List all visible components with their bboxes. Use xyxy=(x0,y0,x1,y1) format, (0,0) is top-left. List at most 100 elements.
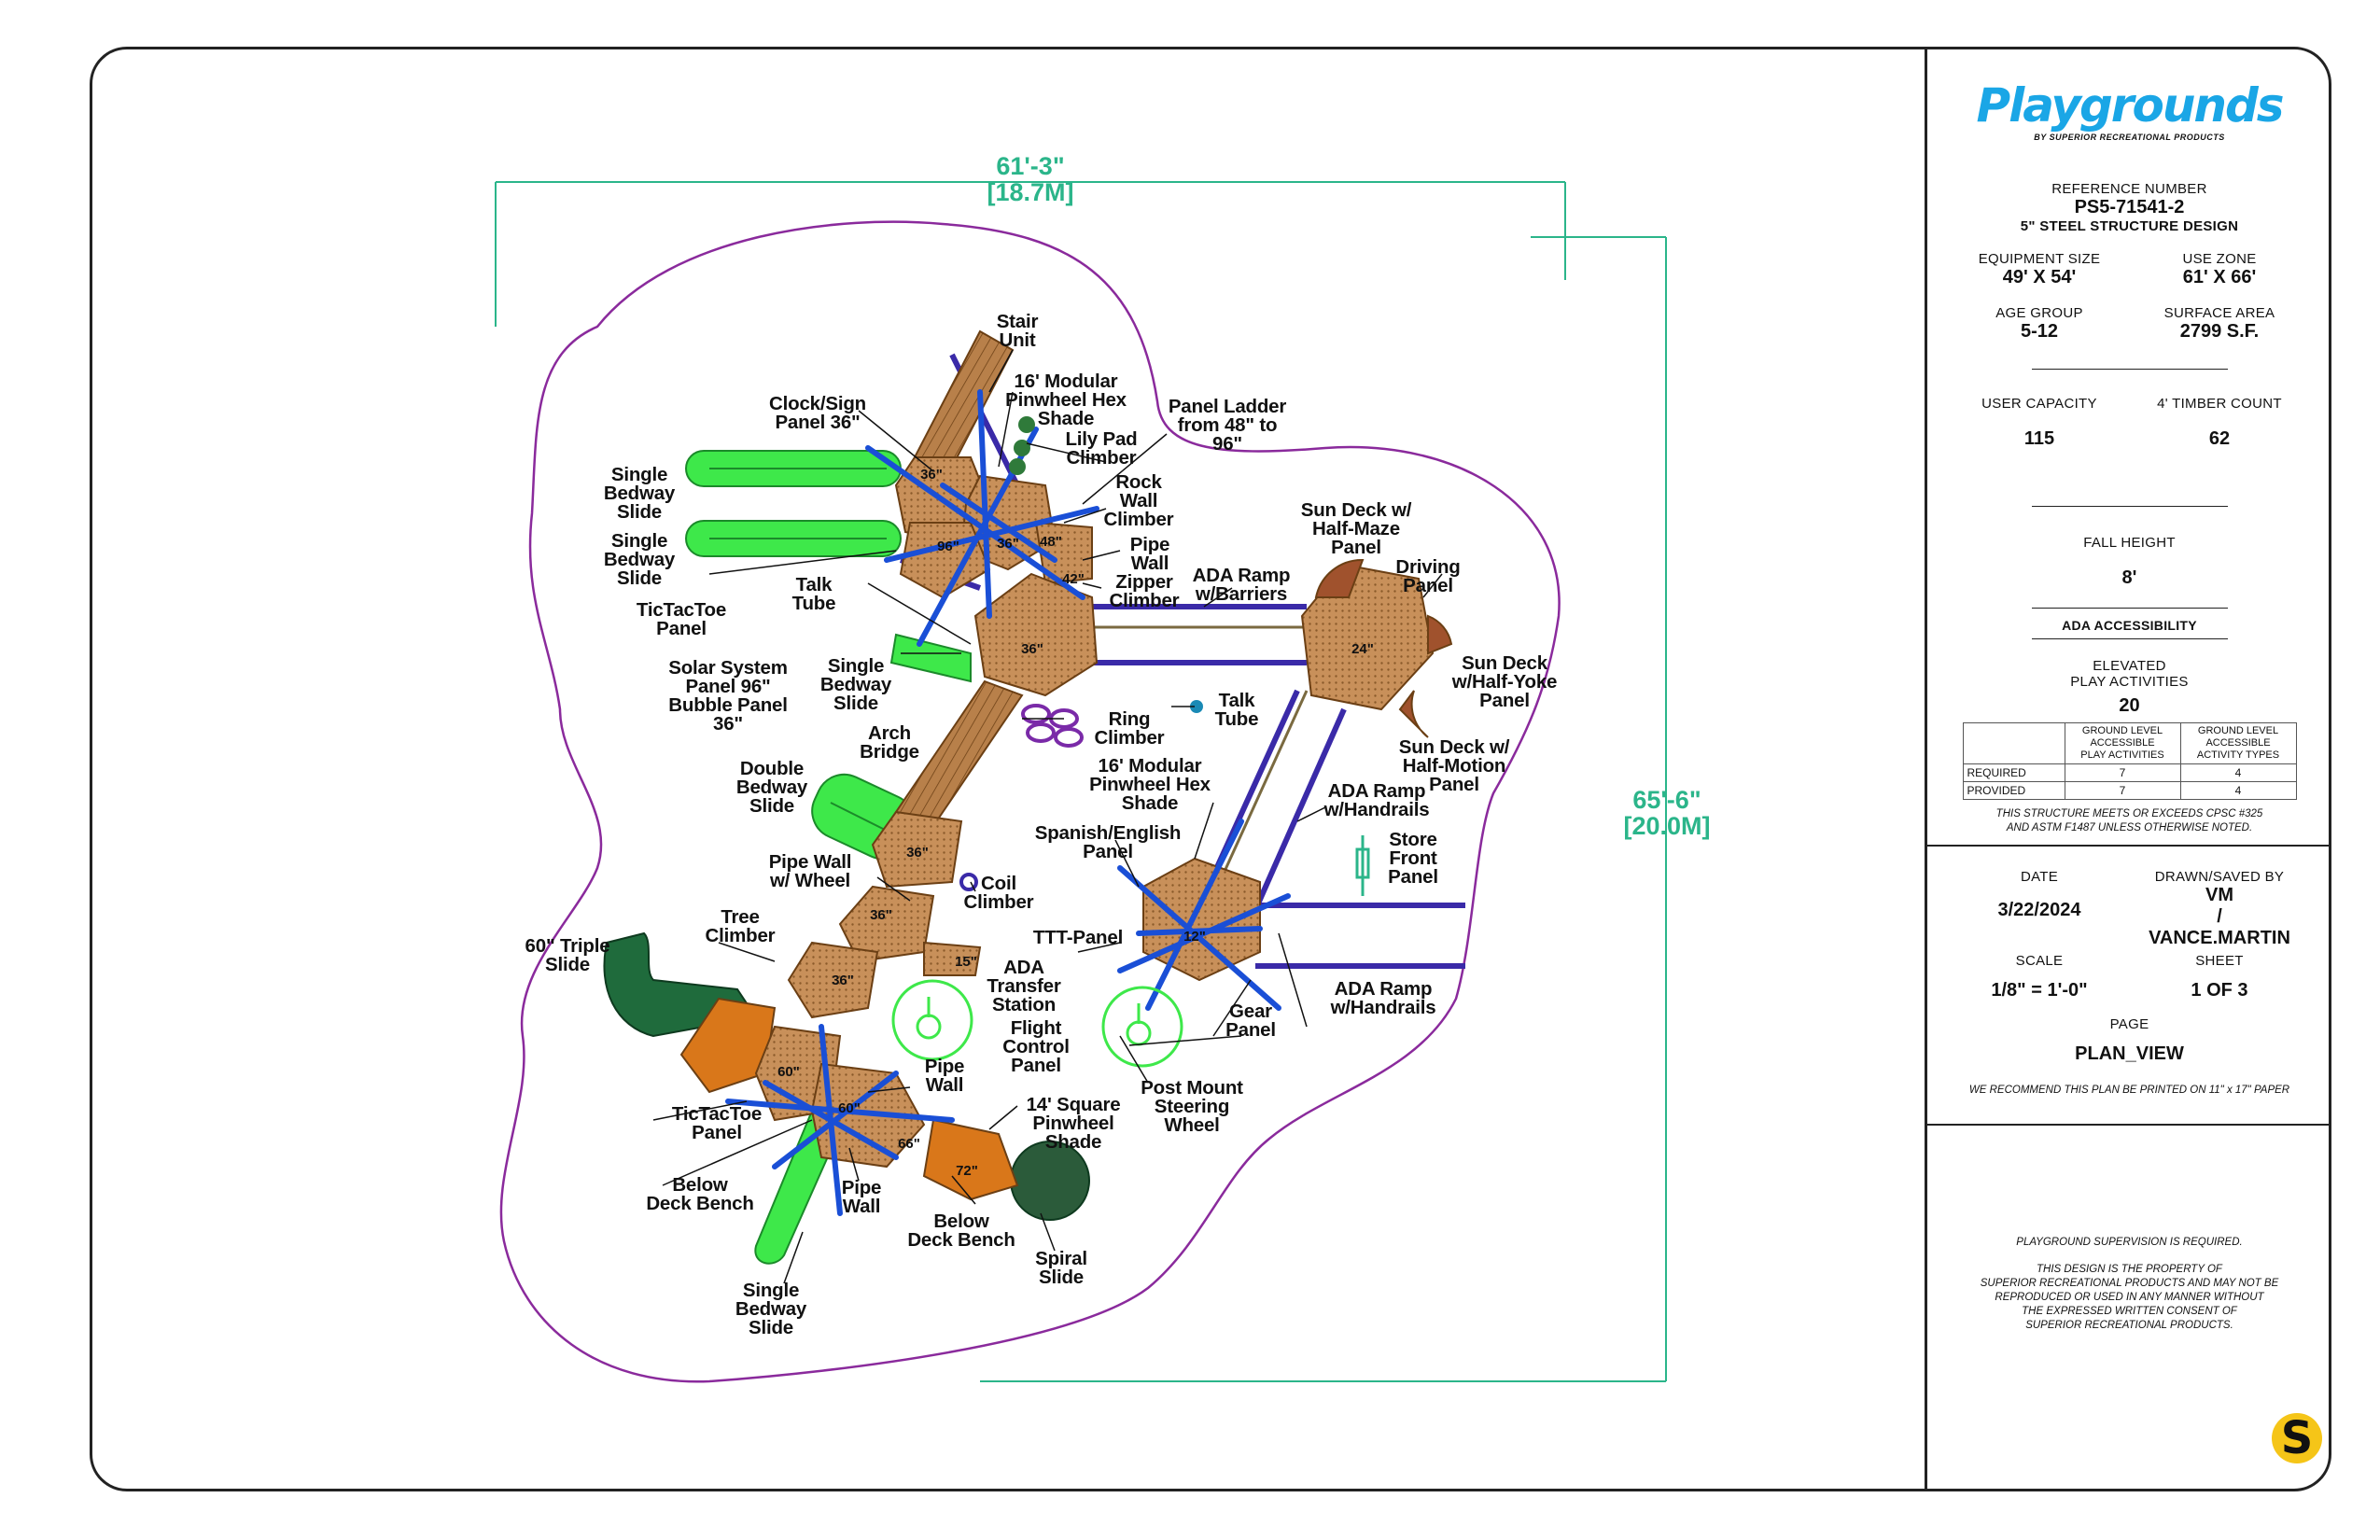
deck-height: 72" xyxy=(956,1163,978,1179)
callout-label-line: TicTacToe xyxy=(637,599,726,621)
callout-label-line: Climber xyxy=(706,925,776,946)
deck-hex-sun xyxy=(1300,558,1453,738)
callout-label-line: ADA Ramp xyxy=(1328,780,1426,802)
callout-label-line: Shade xyxy=(1122,792,1179,814)
callout-label-line: Spanish/English xyxy=(1035,822,1181,844)
ring-climber xyxy=(1021,704,1084,748)
callout-label-line: Double xyxy=(740,758,804,779)
deck-height: 24" xyxy=(1351,641,1374,657)
dimension-height-label: 65'-6" xyxy=(1632,786,1701,814)
callout-label-line: Pinwheel Hex xyxy=(1089,774,1211,795)
surface-area: 2799 S.F. xyxy=(2179,321,2260,342)
use-zone-boundary xyxy=(499,220,1561,1383)
callout-label-line: Panel xyxy=(656,618,707,639)
compliance-note: THIS STRUCTURE MEETS OR EXCEEDS CPSC #32… xyxy=(1995,808,2263,833)
callout-label-line: Half-Maze xyxy=(1312,518,1400,539)
callout-label-line: 36" xyxy=(713,713,743,735)
callout-label-line: Flight xyxy=(1011,1017,1062,1039)
callout-label-line: Bedway xyxy=(735,1298,807,1320)
dimension-width-label: 61'-3" xyxy=(996,152,1064,180)
design-type: 5" STEEL STRUCTURE DESIGN xyxy=(2020,218,2239,234)
callout-label-line: Solar System xyxy=(668,657,788,679)
callout-label-line: w/ Wheel xyxy=(769,870,850,891)
callout-label-line: Sun Deck w/ xyxy=(1399,736,1510,758)
callout-label-line: Slide xyxy=(833,693,878,714)
callout-label-line: TicTacToe xyxy=(672,1103,762,1125)
brand-logo: Playgrounds xyxy=(1976,78,2284,133)
company-logo: S xyxy=(2272,1413,2322,1463)
callout-label-line: Bedway xyxy=(604,483,676,504)
callout-label-line: Climber xyxy=(1067,447,1137,469)
deck-height: 66" xyxy=(898,1136,920,1152)
callout-label-line: Rock xyxy=(1115,471,1162,493)
callout-label-line: Post Mount xyxy=(1141,1077,1243,1099)
ada-wheelchair-icon-1 xyxy=(891,979,973,1061)
callout-label-line: Below xyxy=(672,1174,728,1196)
callout-label-line: Zipper xyxy=(1115,571,1173,593)
fall-height: 8' xyxy=(2121,567,2137,588)
callout-label-line: Station xyxy=(992,994,1056,1015)
callout-label-line: Single xyxy=(611,530,667,552)
callout-label-line: Pinwheel Hex xyxy=(1005,389,1127,411)
sheet-label: SHEET xyxy=(2195,953,2244,969)
timber-count-label: 4' TIMBER COUNT xyxy=(2157,396,2282,412)
print-note: WE RECOMMEND THIS PLAN BE PRINTED ON 11"… xyxy=(1968,1085,2290,1096)
callout-label-line: Bubble Panel xyxy=(668,694,787,716)
date-label: DATE xyxy=(2020,869,2059,885)
callout-label-line: Panel xyxy=(1083,841,1133,862)
callout-label-line: Unit xyxy=(999,329,1035,351)
callout-label-line: Steering xyxy=(1155,1096,1229,1117)
callout-label-line: Talk xyxy=(1219,690,1255,711)
section-divider xyxy=(1927,845,2331,847)
callout-label-line: Tube xyxy=(792,593,836,614)
callout-label-line: Single xyxy=(828,655,884,677)
equipment-size-label: EQUIPMENT SIZE xyxy=(1978,251,2101,267)
talk-tube-icon xyxy=(1190,700,1203,713)
reference-number: PS5-71541-2 xyxy=(2074,197,2185,217)
callout-label-line: w/Barriers xyxy=(1195,583,1287,605)
callout-label-line: Climber xyxy=(1095,727,1165,749)
callout-label-line: Panel xyxy=(1479,690,1530,711)
callout-label-line: Spiral xyxy=(1035,1248,1087,1269)
store-front-panel xyxy=(1355,835,1370,896)
deck-height: 36" xyxy=(832,973,854,988)
deck-height: 36" xyxy=(906,845,929,861)
callout-label-line: Gear xyxy=(1229,1001,1272,1022)
divider xyxy=(2031,638,2228,639)
callout-label-line: ADA Ramp xyxy=(1335,978,1433,1000)
callout-label-line: from 48" to xyxy=(1178,414,1278,436)
leader-lines xyxy=(652,349,1443,1284)
callout-label-line: w/Handrails xyxy=(1323,799,1430,820)
callout-label-line: Single xyxy=(743,1280,799,1301)
callout-label-line: Tube xyxy=(1215,708,1259,730)
callout-label-line: w/Half-Yoke xyxy=(1451,671,1557,693)
callout-label-line: Panel 96" xyxy=(685,676,770,697)
deck-height: 36" xyxy=(920,467,943,483)
dimension-width-metric: [18.7M] xyxy=(987,178,1073,206)
callout-label-line: Climber xyxy=(964,891,1034,913)
reference-label: REFERENCE NUMBER xyxy=(2051,181,2207,197)
page-name: PLAN_VIEW xyxy=(2075,1043,2184,1064)
elevated-value: 20 xyxy=(2119,695,2140,716)
date: 3/22/2024 xyxy=(1997,900,2081,920)
supervision-note: PLAYGROUND SUPERVISION IS REQUIRED. xyxy=(2016,1237,2243,1248)
drawing-sheet xyxy=(90,47,2331,1491)
